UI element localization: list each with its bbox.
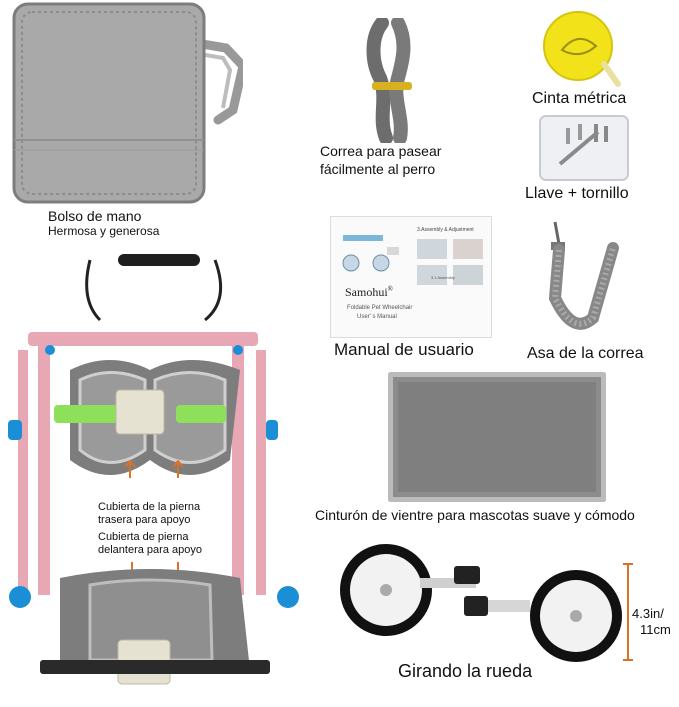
leash-label-line1: Correa para pasear [320,143,442,159]
wrench-screws-label: Llave + tornillo [525,185,629,202]
manual-brand-registered: ® [387,285,393,293]
front-cover-label-line2: delantera para apoyo [98,544,202,556]
wheel-dimension-line [622,562,634,662]
rear-cover-label-line2: trasera para apoyo [98,514,191,526]
bag-subtitle-label: Hermosa y generosa [48,224,160,238]
rear-cover-label-line1: Cubierta de la pierna [98,501,201,513]
wheel-size-label-1: 4.3in/ [632,606,664,621]
swivel-wheels-label: Girando la rueda [398,661,533,681]
wheel-size-label-2: 11cm [640,622,671,637]
swivel-wheels-image [336,540,626,664]
user-manual-image: 3.Assembly & Adjustment 3.1 Assembly Sam… [330,216,492,338]
manual-section-label: 3.Assembly & Adjustment [417,227,474,233]
belly-belt-image [388,372,606,502]
manual-title-line2: User' s Manual [357,314,397,320]
manual-brand: Samohui® [345,285,393,300]
tape-measure-image [540,8,622,88]
leash-image [360,18,425,143]
leash-label-line2: fácilmente al perro [320,161,436,177]
front-cover-label-line1: Cubierta de pierna [98,531,189,543]
manual-brand-name: Samohui [345,285,388,299]
manual-step-label: 3.1 Assembly [431,275,455,280]
manual-title-line1: Foldable Pet Wheelchair [347,305,413,311]
wheelchair-image [0,240,300,707]
user-manual-label: Manual de usuario [334,340,474,359]
manual-diagram [337,227,405,277]
belly-belt-label: Cinturón de vientre para mascotas suave … [315,507,635,523]
carry-bag-image [8,0,243,210]
manual-photos [417,239,485,287]
strap-handle-image [545,218,620,340]
tape-measure-label: Cinta métrica [532,90,627,107]
wrench-screws-image [538,114,630,182]
bag-title-label: Bolso de mano [48,208,142,224]
strap-handle-label: Asa de la correa [527,345,644,362]
